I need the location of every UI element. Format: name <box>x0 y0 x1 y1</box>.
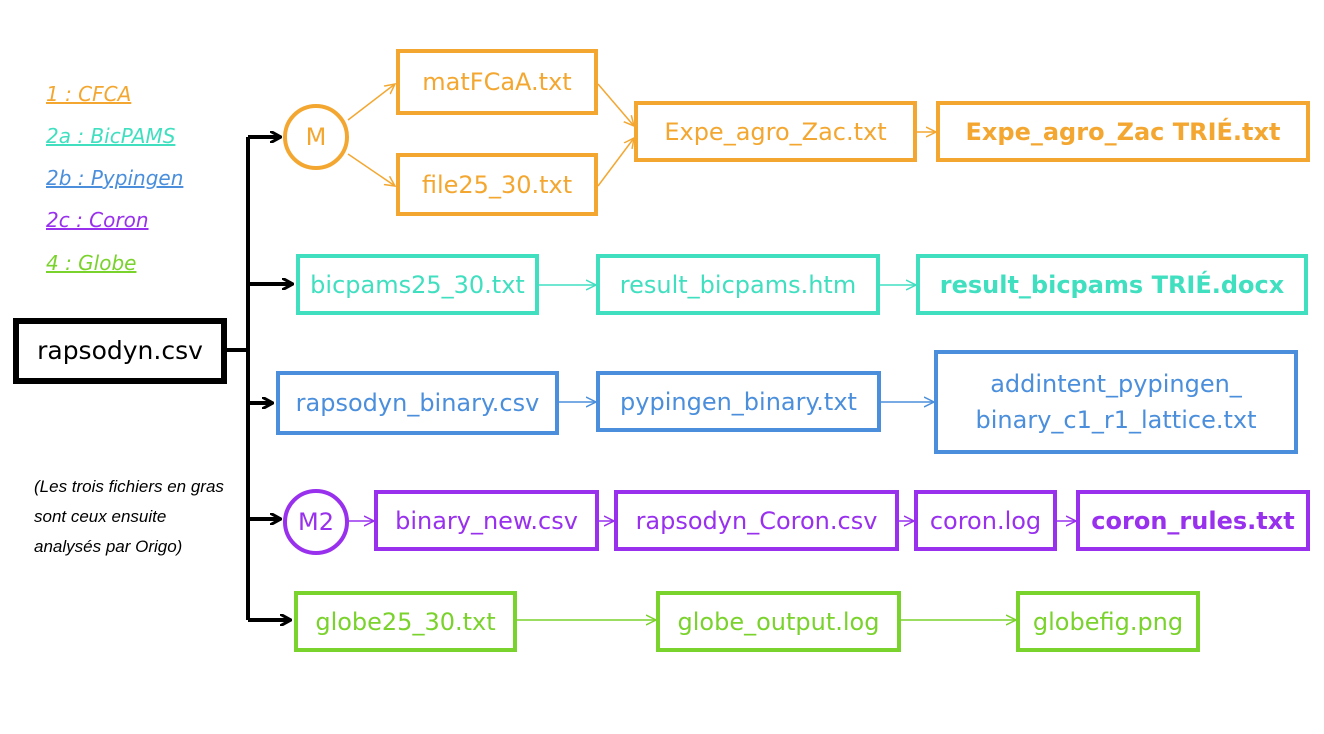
cfca-matfcaa-box: matFCaA.txt <box>396 49 598 115</box>
globe-fig-box: globefig.png <box>1016 591 1200 652</box>
coron-rules-box: coron_rules.txt <box>1076 490 1310 551</box>
coron-binary-new-box: binary_new.csv <box>374 490 599 551</box>
bicpams-result-box: result_bicpams.htm <box>596 254 880 315</box>
merge-node-m2: M2 <box>283 489 349 555</box>
source-file-box: rapsodyn.csv <box>13 318 227 384</box>
pypingen-lattice-box: addintent_pypingen_ binary_c1_r1_lattice… <box>934 350 1298 454</box>
legend-bicpams: 2a : BicPAMS <box>46 124 176 148</box>
cfca-sorted-box: Expe_agro_Zac TRIÉ.txt <box>936 101 1310 162</box>
cfca-arrows <box>347 84 936 186</box>
globe-output-box: globe_output.log <box>656 591 901 652</box>
cfca-expe-agro-box: Expe_agro_Zac.txt <box>634 101 917 162</box>
legend-pypingen: 2b : Pypingen <box>46 166 184 190</box>
legend-cfca: 1 : CFCA <box>46 82 132 106</box>
legend-coron: 2c : Coron <box>46 208 149 232</box>
note-text: (Les trois fichiers en gras sont ceux en… <box>34 477 224 556</box>
legend-globe: 4 : Globe <box>46 251 137 275</box>
pypingen-binary-txt-box: pypingen_binary.txt <box>596 371 881 432</box>
merge-node-m: M <box>283 104 349 170</box>
source-branches <box>226 137 292 620</box>
pypingen-binary-csv-box: rapsodyn_binary.csv <box>276 371 559 435</box>
bicpams-sorted-box: result_bicpams TRIÉ.docx <box>916 254 1308 315</box>
globe-input-box: globe25_30.txt <box>294 591 517 652</box>
cfca-file25-box: file25_30.txt <box>396 153 598 216</box>
bicpams-input-box: bicpams25_30.txt <box>296 254 539 315</box>
coron-log-box: coron.log <box>914 490 1057 551</box>
coron-rapsodyn-box: rapsodyn_Coron.csv <box>614 490 899 551</box>
